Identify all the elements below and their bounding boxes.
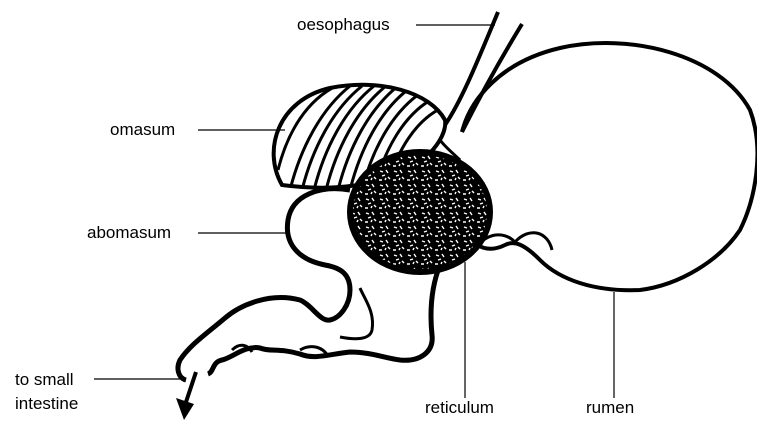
rumen-outline (462, 43, 757, 290)
reticulum-organ (350, 152, 490, 272)
label-reticulum: reticulum (425, 398, 494, 418)
label-oesophagus: oesophagus (297, 15, 390, 35)
label-small-intestine-line2: intestine (15, 394, 78, 414)
small-intestine-arrow-head (176, 398, 194, 420)
label-rumen: rumen (586, 398, 634, 418)
label-small-intestine-line1: to small (15, 370, 74, 390)
label-abomasum: abomasum (87, 223, 171, 243)
intestine-inner (340, 288, 373, 339)
label-omasum: omasum (110, 120, 175, 140)
